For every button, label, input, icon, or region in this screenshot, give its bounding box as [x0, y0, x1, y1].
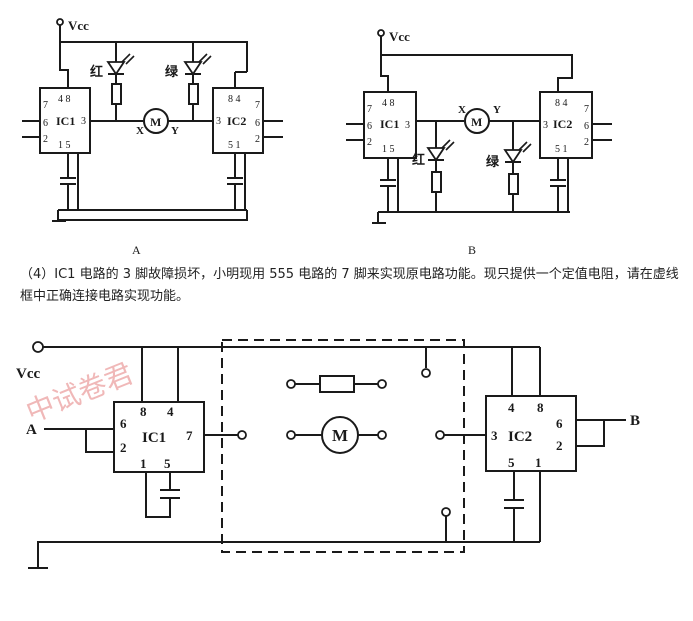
ground-tap-terminal[interactable]: [441, 507, 451, 517]
svg-text:4: 4: [508, 400, 515, 415]
motor-right-terminal[interactable]: [377, 430, 387, 440]
svg-text:绿: 绿: [165, 64, 179, 79]
svg-text:1 5: 1 5: [58, 140, 71, 151]
svg-text:6: 6: [556, 416, 563, 431]
svg-text:2: 2: [255, 134, 260, 145]
svg-text:6: 6: [584, 121, 589, 132]
svg-text:5: 5: [164, 456, 171, 471]
ic1-box-b: [363, 91, 417, 159]
svg-text:7: 7: [584, 104, 589, 115]
svg-text:5 1: 5 1: [555, 144, 568, 155]
svg-text:8 4: 8 4: [228, 94, 241, 105]
svg-text:2: 2: [584, 137, 589, 148]
svg-text:Y: Y: [171, 125, 179, 137]
led-green-a: [183, 61, 203, 76]
fixed-resistor[interactable]: [319, 375, 355, 393]
svg-text:Vcc: Vcc: [389, 29, 410, 44]
svg-text:2: 2: [367, 137, 372, 148]
svg-text:X: X: [458, 104, 466, 116]
ic2-pin3-terminal[interactable]: [435, 430, 445, 440]
svg-text:7: 7: [43, 100, 48, 111]
question-text: （4）IC1 电路的 3 脚故障损坏，小明现用 555 电路的 7 脚来实现原电…: [20, 267, 679, 304]
ic2-label-b: IC2: [553, 117, 572, 131]
vcc-terminal-a: [56, 18, 64, 26]
svg-text:3: 3: [543, 120, 548, 131]
ic2-label-c: IC2: [508, 429, 532, 445]
svg-text:3: 3: [81, 116, 86, 127]
resistor-green-b: [508, 173, 519, 195]
svg-text:7: 7: [255, 100, 260, 111]
figure-b-circuit: Vcc 4 8 7 6 2 IC1 3 1 5 8 4 7 6 2 IC2 3 …: [346, 29, 612, 257]
svg-text:1: 1: [140, 456, 147, 471]
svg-text:4 8: 4 8: [382, 98, 395, 109]
svg-text:8: 8: [140, 404, 147, 419]
ic1-label-a: IC1: [56, 114, 75, 128]
ic1-label-b: IC1: [380, 117, 399, 131]
resistor-right-terminal[interactable]: [377, 379, 387, 389]
svg-text:6: 6: [43, 118, 48, 129]
svg-text:3: 3: [405, 120, 410, 131]
vcc-terminal-b: [377, 29, 385, 37]
ic2-box-c: [485, 395, 577, 472]
resistor-left-terminal[interactable]: [286, 379, 296, 389]
vcc-label-a: Vcc: [68, 18, 89, 33]
svg-text:2: 2: [120, 440, 127, 455]
caption-a: A: [132, 243, 141, 257]
svg-text:5: 5: [508, 455, 515, 470]
svg-text:3: 3: [491, 428, 498, 443]
svg-text:M: M: [332, 426, 348, 445]
svg-text:Y: Y: [493, 104, 501, 116]
svg-text:2: 2: [43, 134, 48, 145]
svg-text:1 5: 1 5: [382, 144, 395, 155]
svg-text:M: M: [471, 115, 482, 129]
input-a-label: A: [26, 422, 37, 438]
ic1-label-c: IC1: [142, 430, 166, 446]
answer-circuit-figure: 中试卷君 Vcc 8 4 6 2 IC1 7 1 5 A M 4 8: [16, 339, 640, 569]
vcc-rail-a: [59, 25, 248, 72]
resistor-red-b: [431, 171, 442, 193]
ic1-box-a: [39, 87, 91, 154]
svg-text:M: M: [150, 115, 161, 129]
vcc-terminal-c: [32, 341, 44, 353]
svg-text:7: 7: [186, 428, 193, 443]
led-red-a: [106, 61, 126, 76]
svg-text:6: 6: [120, 416, 127, 431]
led-red-b: [426, 147, 446, 162]
led-green-b: [503, 149, 523, 164]
figure-a-circuit: Vcc 4 8 7 6 2 IC1 3 1 5 8 4 7 6 2 IC2 3 …: [22, 18, 283, 257]
ic1-pins-top-a: 4 8: [58, 94, 71, 105]
svg-text:5 1: 5 1: [228, 140, 241, 151]
vcc-tap-terminal[interactable]: [421, 368, 431, 378]
svg-text:红: 红: [90, 64, 103, 79]
light-arrows-red-a: [121, 53, 135, 65]
top-circuit-figures: Vcc 4 8 7 6 2 IC1 3 1 5 8 4 7 6 2 IC2 3 …: [22, 18, 612, 257]
ic1-pin7-terminal: [237, 430, 247, 440]
svg-text:8 4: 8 4: [555, 98, 568, 109]
svg-text:1: 1: [535, 455, 542, 470]
ic2-label-a: IC2: [227, 114, 246, 128]
resistor-green-a: [188, 83, 199, 105]
svg-text:7: 7: [367, 104, 372, 115]
svg-text:3: 3: [216, 116, 221, 127]
svg-text:2: 2: [556, 438, 563, 453]
svg-text:6: 6: [255, 118, 260, 129]
vcc-rail-b: [380, 36, 573, 92]
output-b-label: B: [630, 413, 640, 429]
resistor-red-a: [111, 83, 122, 105]
svg-text:X: X: [136, 125, 144, 137]
ground-rail-c: [37, 541, 540, 568]
answer-dashed-box[interactable]: [221, 339, 465, 553]
motor-left-terminal[interactable]: [286, 430, 296, 440]
svg-text:红: 红: [412, 152, 425, 167]
svg-text:6: 6: [367, 121, 372, 132]
svg-text:8: 8: [537, 400, 544, 415]
caption-b: B: [468, 243, 476, 257]
ic1-box-c: [113, 401, 205, 473]
svg-text:4: 4: [167, 404, 174, 419]
vcc-label-c: Vcc: [16, 366, 40, 382]
svg-text:绿: 绿: [486, 154, 500, 169]
